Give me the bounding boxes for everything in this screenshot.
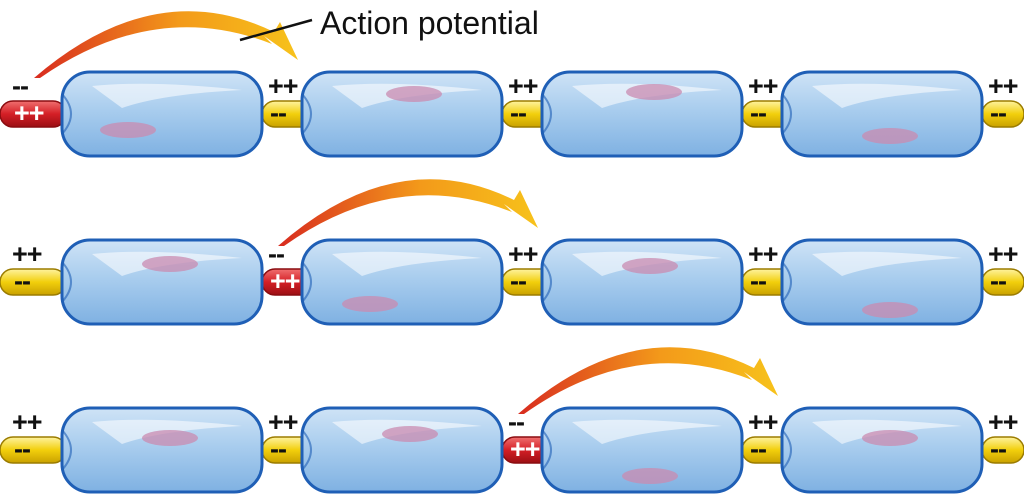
myelin-sheath (540, 238, 744, 326)
inside-negative-charge: -- (510, 266, 526, 296)
myelin-sheath (300, 70, 504, 158)
action-potential-arrow (34, 11, 298, 79)
active-node: ++-- (0, 71, 67, 128)
outside-positive-charge: ++ (508, 71, 538, 101)
myelin-sheath (540, 406, 744, 494)
outside-positive-charge: ++ (988, 71, 1018, 101)
schwann-nucleus (626, 84, 682, 100)
sheath-highlight (332, 251, 482, 276)
axon-segment (0, 436, 67, 464)
schwann-nucleus (142, 256, 198, 272)
inside-negative-charge: -- (270, 98, 286, 128)
myelin-sheath (540, 70, 744, 158)
schwann-nucleus (862, 430, 918, 446)
outside-positive-charge: ++ (508, 239, 538, 269)
outside-positive-charge: ++ (748, 239, 778, 269)
myelin-sheath (60, 238, 264, 326)
sheath-highlight (812, 251, 962, 276)
outside-negative-charge: -- (508, 407, 524, 437)
schwann-nucleus (142, 430, 198, 446)
sheath-highlight (572, 419, 722, 444)
myelin-sheath (300, 238, 504, 326)
caption-leader-line (239, 18, 313, 42)
inside-positive-charge: ++ (510, 434, 540, 464)
resting-node: --++ (981, 239, 1024, 296)
inside-positive-charge: ++ (270, 266, 300, 296)
inside-negative-charge: -- (990, 98, 1006, 128)
inside-negative-charge: -- (990, 434, 1006, 464)
axon-segment (0, 268, 67, 296)
resting-node: --++ (0, 407, 67, 464)
schwann-nucleus (862, 128, 918, 144)
schwann-nucleus (622, 468, 678, 484)
schwann-nucleus (386, 86, 442, 102)
schwann-nucleus (382, 426, 438, 442)
myelin-sheath (780, 238, 984, 326)
axon-row: --++++----++--++--++ (0, 179, 1024, 326)
outside-positive-charge: ++ (748, 71, 778, 101)
action-potential-label: Action potential (320, 5, 539, 41)
schwann-nucleus (862, 302, 918, 318)
schwann-nucleus (622, 258, 678, 274)
inside-negative-charge: -- (750, 434, 766, 464)
resting-node: --++ (0, 239, 67, 296)
inside-negative-charge: -- (510, 98, 526, 128)
axon-row: ++----++--++--++--++ (0, 11, 1024, 158)
schwann-nucleus (342, 296, 398, 312)
axon-row: --++--++++----++--++ (0, 347, 1024, 494)
outside-positive-charge: ++ (268, 407, 298, 437)
inside-negative-charge: -- (990, 266, 1006, 296)
outside-negative-charge: -- (12, 71, 28, 101)
sheath-highlight (812, 83, 962, 108)
outside-positive-charge: ++ (12, 239, 42, 269)
sheath-highlight (92, 83, 242, 108)
outside-positive-charge: ++ (988, 407, 1018, 437)
inside-negative-charge: -- (14, 266, 30, 296)
outside-positive-charge: ++ (748, 407, 778, 437)
myelin-sheath (780, 406, 984, 494)
schwann-nucleus (100, 122, 156, 138)
myelin-sheath (60, 70, 264, 158)
resting-node: --++ (981, 407, 1024, 464)
inside-negative-charge: -- (750, 98, 766, 128)
action-potential-arrow (518, 347, 778, 414)
outside-positive-charge: ++ (12, 407, 42, 437)
outside-positive-charge: ++ (988, 239, 1018, 269)
inside-negative-charge: -- (270, 434, 286, 464)
outside-negative-charge: -- (268, 239, 284, 269)
axon-rows: ++----++--++--++--++--++++----++--++--++… (0, 11, 1024, 494)
inside-negative-charge: -- (14, 434, 30, 464)
inside-positive-charge: ++ (14, 98, 44, 128)
myelin-sheath (780, 70, 984, 158)
action-potential-arrow (278, 179, 538, 246)
myelin-sheath (300, 406, 504, 494)
resting-node: --++ (981, 71, 1024, 128)
inside-negative-charge: -- (750, 266, 766, 296)
outside-positive-charge: ++ (268, 71, 298, 101)
myelin-sheath (60, 406, 264, 494)
